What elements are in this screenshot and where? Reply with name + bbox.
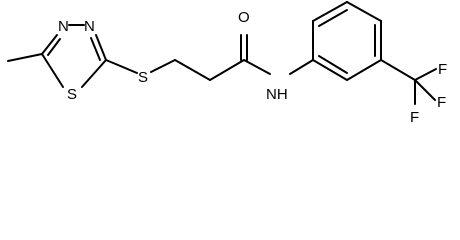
bond-benz-3-4 xyxy=(346,1,382,22)
atom-nh-amide: NH xyxy=(266,86,288,103)
bond-methyl xyxy=(7,53,43,62)
atom-labels: N N S S O NH F F F xyxy=(58,9,447,126)
bond-ring-n3-c2-double-a xyxy=(95,34,107,61)
bond-ring-c5-n4-double-b xyxy=(47,38,61,56)
atom-f-1: F xyxy=(438,61,447,78)
bond-benz-6-1 xyxy=(312,59,348,81)
atom-s-thiadiazole: S xyxy=(67,86,77,103)
bonds xyxy=(7,1,437,105)
atom-o-carbonyl: O xyxy=(238,9,250,26)
bond-n-ring xyxy=(289,59,314,75)
bond-ring-cf3 xyxy=(380,59,416,81)
bond-benz-inner-c xyxy=(318,55,348,74)
atom-s-thioether: S xyxy=(138,69,148,86)
atom-n-thiadiazole-2: N xyxy=(84,18,95,35)
bond-cf3-f-top xyxy=(414,68,437,81)
atom-n-thiadiazole-1: N xyxy=(58,18,69,35)
bond-ch2-ch2 xyxy=(174,59,211,81)
bond-cf3-f-right xyxy=(414,79,436,101)
bond-carbonyl-n xyxy=(243,59,271,75)
bond-ring-c5-n4-double-a xyxy=(41,34,58,55)
bond-benz-2-3 xyxy=(312,1,348,22)
bond-ring-c2-s1 xyxy=(81,59,107,88)
bond-ring-s1-c5 xyxy=(41,53,64,88)
bond-ring-n3-c2-double-b xyxy=(90,37,101,61)
bond-benz-5-6 xyxy=(346,59,382,81)
atom-f-2: F xyxy=(437,94,446,111)
atom-f-3: F xyxy=(410,109,419,126)
bond-c2-s-thioether xyxy=(105,59,138,74)
bond-benz-inner-a xyxy=(318,9,348,27)
bond-ch2-carbonyl xyxy=(209,59,245,81)
bond-s-ch2 xyxy=(150,59,176,73)
molecule-structure: N N S S O NH F F F xyxy=(7,1,447,126)
